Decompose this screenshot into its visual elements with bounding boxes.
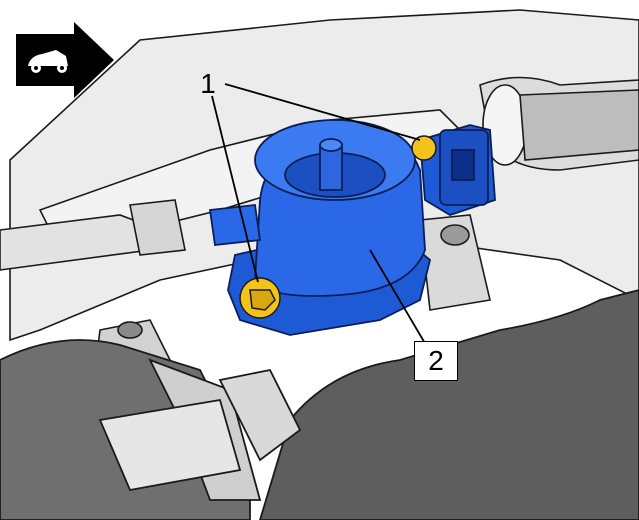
fuel-pump bbox=[208, 119, 496, 336]
callout-1-label: 1 bbox=[200, 68, 216, 99]
leader-lines bbox=[211, 83, 427, 346]
intake-manifold bbox=[0, 289, 639, 520]
bolt-upper-right bbox=[411, 135, 437, 161]
bolts bbox=[239, 135, 437, 319]
front-of-vehicle-arrow-icon bbox=[16, 22, 114, 98]
callout-2-label: 2 bbox=[414, 341, 458, 381]
